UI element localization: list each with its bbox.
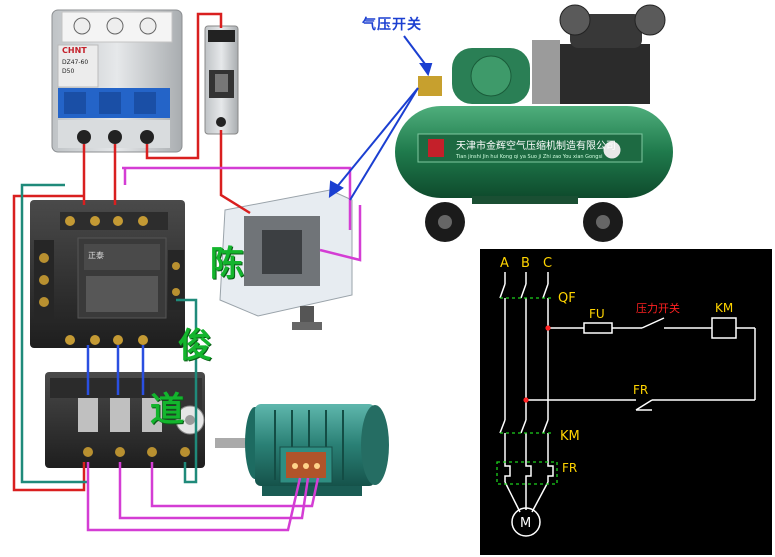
contactor-brand: 正泰 xyxy=(88,250,104,260)
fu-fuse xyxy=(583,322,613,334)
schematic-background xyxy=(480,249,772,555)
node-2 xyxy=(523,397,529,403)
air-compressor xyxy=(395,4,673,242)
km-coil xyxy=(711,317,737,339)
callout-arrows xyxy=(328,35,433,201)
phase-label-a: A xyxy=(500,256,509,271)
motor-label: M xyxy=(520,516,531,531)
fuse-breaker xyxy=(204,25,239,135)
fr-main-label: FR xyxy=(562,461,577,475)
motor xyxy=(215,404,389,496)
qf-label: QF xyxy=(558,291,576,306)
pressure-switch-label: 压力开关 xyxy=(636,301,680,315)
km-coil-label: KM xyxy=(715,301,733,315)
watermark-char-2: 俊 xyxy=(178,326,212,366)
wiring xyxy=(12,12,362,532)
breaker-rating: D50 xyxy=(62,68,74,75)
compressor-nameplate: 天津市金辉空气压缩机制造有限公司 xyxy=(456,139,616,152)
breaker-brand: CHNT xyxy=(62,46,87,55)
km-main-label: KM xyxy=(560,429,580,444)
phase-label-c: C xyxy=(543,256,552,271)
phase-label-b: B xyxy=(521,256,530,271)
pressure-switch xyxy=(219,189,353,330)
breaker-model: DZ47-60 xyxy=(62,59,88,66)
contactor xyxy=(30,200,185,348)
fr-contact-label: FR xyxy=(633,383,648,397)
pressure-switch-callout: 气压开关 xyxy=(362,17,422,33)
dashed-links xyxy=(496,297,558,485)
node-1 xyxy=(545,325,551,331)
thermal-relay xyxy=(45,372,205,468)
schematic-wires xyxy=(499,272,756,537)
compressor-nameplate-pinyin: Tian jinshi Jin hui Kong qi ya Suo ji Zh… xyxy=(455,154,602,160)
watermark-char-3: 道 xyxy=(150,390,184,430)
circuit-breaker xyxy=(51,9,183,153)
fu-label: FU xyxy=(589,307,605,321)
watermark-char-1: 陈 xyxy=(210,244,244,284)
